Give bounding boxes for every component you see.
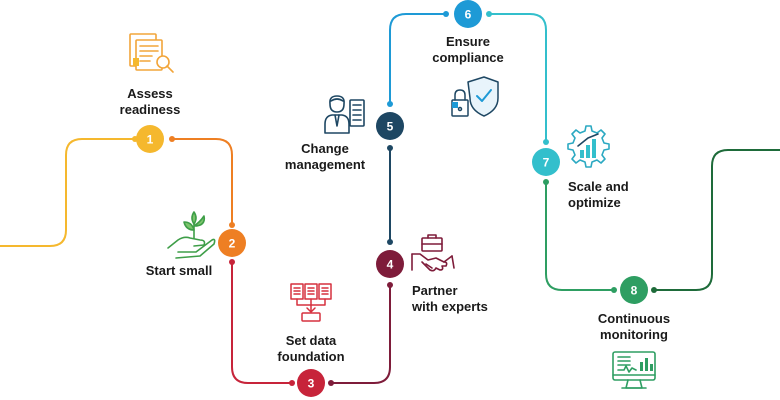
step-4-node: 4 — [376, 250, 404, 278]
step-5-label-line: Change — [301, 141, 349, 156]
step-1-label: Assess readiness — [120, 86, 181, 118]
path-segment-6-7 — [489, 13, 547, 142]
handshake-briefcase-icon — [411, 234, 455, 272]
path-segment-start — [0, 138, 135, 247]
connector-dot — [387, 101, 393, 107]
connector-dot — [543, 139, 549, 145]
step-2-label: Start small — [146, 263, 212, 279]
hand-sprout-icon — [167, 211, 216, 259]
step-8-node: 8 — [620, 276, 648, 304]
step-7-label-line: optimize — [568, 195, 621, 210]
document-search-icon — [129, 33, 174, 73]
step-4-label-line: with experts — [412, 299, 488, 314]
connector-dot — [387, 282, 393, 288]
path-segment-2-3 — [231, 262, 292, 384]
step-4-label-line: Partner — [412, 283, 458, 298]
path-segment-5-6 — [389, 13, 446, 104]
step-6-label: Ensure compliance — [432, 34, 504, 66]
connector-dot — [443, 11, 449, 17]
connector-dot — [611, 287, 617, 293]
connector-dot — [229, 222, 235, 228]
step-2-label-line: Start small — [145, 263, 213, 278]
step-3-label-line: foundation — [277, 349, 345, 364]
step-8-label-line: Continuous — [597, 311, 671, 326]
step-6-label-line: Ensure — [445, 34, 491, 49]
gear-chart-icon — [567, 125, 610, 168]
step-7-node: 7 — [532, 148, 560, 176]
step-5-label-line: management — [284, 157, 366, 172]
step-6-label-line: compliance — [432, 50, 504, 65]
connector-dot — [543, 179, 549, 185]
step-1-label-line: readiness — [119, 102, 181, 117]
svg-text:1: 1 — [147, 133, 154, 147]
path-segment-3-4 — [331, 285, 391, 384]
svg-text:3: 3 — [308, 377, 315, 391]
connector-dot — [387, 239, 393, 245]
step-4-label: Partner with experts — [412, 283, 488, 315]
step-8-label: Continuous monitoring — [598, 311, 670, 343]
step-5-node: 5 — [376, 112, 404, 140]
path-segment-1-2 — [172, 138, 233, 225]
connector-dot — [169, 136, 175, 142]
svg-text:7: 7 — [543, 156, 550, 170]
svg-text:8: 8 — [631, 284, 638, 298]
monitor-dashboard-icon — [612, 351, 656, 389]
svg-text:6: 6 — [465, 8, 472, 22]
step-3-node: 3 — [297, 369, 325, 397]
connector-dot — [651, 287, 657, 293]
businessman-checklist-icon — [324, 95, 365, 134]
connector-dot — [328, 380, 334, 386]
path-segment-7-8 — [545, 182, 614, 291]
step-1-node: 1 — [136, 125, 164, 153]
data-documents-icon — [290, 283, 332, 322]
step-6-node: 6 — [454, 0, 482, 28]
step-5-label: Change management — [285, 141, 365, 173]
path-segment-end — [654, 149, 780, 291]
step-1-label-line: Assess — [127, 86, 173, 101]
connector-dot — [486, 11, 492, 17]
svg-text:5: 5 — [387, 120, 394, 134]
step-2-node: 2 — [218, 229, 246, 257]
step-7-label: Scale and optimize — [568, 179, 629, 211]
step-8-label-line: monitoring — [600, 327, 668, 342]
svg-text:2: 2 — [229, 237, 236, 251]
connector-dot — [387, 145, 393, 151]
shield-lock-icon — [451, 76, 499, 117]
svg-text:4: 4 — [387, 258, 394, 272]
step-3-label: Set data foundation — [277, 333, 344, 365]
connector-dot — [289, 380, 295, 386]
step-7-label-line: Scale and — [568, 179, 629, 194]
step-3-label-line: Set data — [285, 333, 337, 348]
connector-dot — [229, 259, 235, 265]
